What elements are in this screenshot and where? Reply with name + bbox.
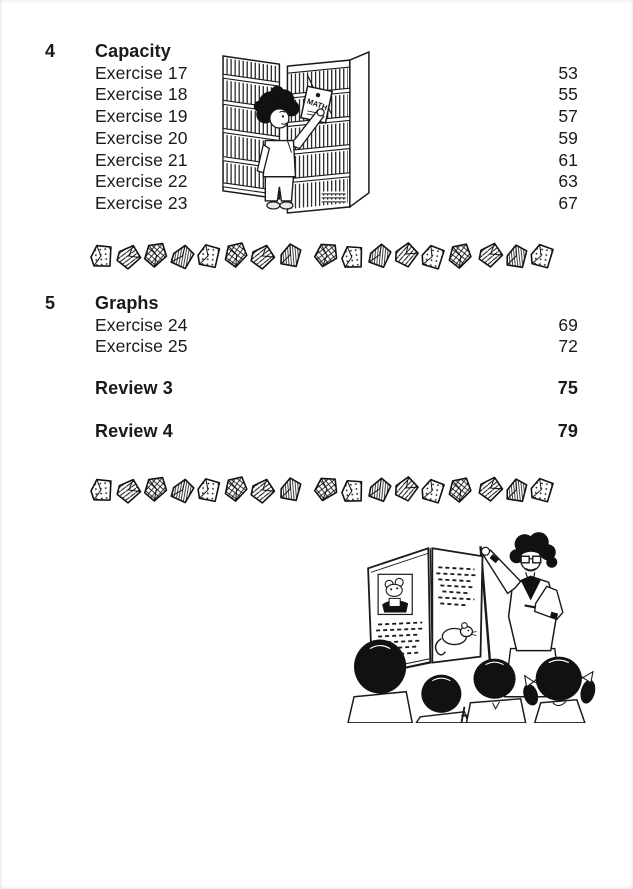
section-title: Capacity — [95, 41, 171, 61]
toc-entry: Exercise 24 69 — [45, 315, 578, 337]
exercise-label: Exercise 19 — [95, 106, 188, 127]
review-4-row: Review 4 79 — [45, 421, 578, 443]
child-3 — [460, 658, 527, 723]
page-number: 72 — [558, 336, 578, 357]
section-heading-row: 5 Graphs — [45, 293, 578, 315]
exercise-label: Exercise 23 — [95, 192, 188, 213]
exercise-label: Exercise 22 — [95, 171, 188, 192]
section-graphs: 5 Graphs Exercise 24 69 Exercise 25 72 — [45, 293, 578, 358]
child-1 — [347, 639, 414, 723]
child-2 — [415, 674, 470, 723]
review-label: Review 4 — [95, 421, 173, 441]
girl — [253, 85, 325, 210]
section-number: 5 — [45, 293, 56, 313]
toc-entry: Exercise 17 53 — [45, 63, 578, 85]
page-number: 61 — [558, 149, 578, 170]
candy-divider-icon — [89, 475, 555, 506]
exercise-label: Exercise 17 — [95, 62, 188, 83]
page-number: 57 — [558, 106, 578, 127]
section-heading-row: 4 Capacity — [45, 41, 578, 63]
candy-divider-icon — [89, 241, 555, 272]
toc-entry: Exercise 20 59 — [45, 128, 578, 150]
glasses-icon — [520, 555, 530, 564]
toc-entry: Review 3 75 — [45, 378, 578, 400]
toc-entry: Exercise 23 67 — [45, 193, 578, 215]
section-number: 4 — [45, 41, 56, 61]
exercise-label: Exercise 21 — [95, 149, 188, 170]
exercise-label: Exercise 24 — [95, 314, 188, 335]
page-number: 67 — [558, 192, 578, 213]
exercise-label: Exercise 20 — [95, 127, 188, 148]
page-number: 63 — [558, 171, 578, 192]
mouse-picture — [377, 573, 413, 616]
page-number: 53 — [558, 62, 578, 83]
mouse-drawing — [434, 622, 477, 656]
toc-entry: Exercise 22 63 — [45, 171, 578, 193]
page-number: 69 — [558, 314, 578, 335]
storytime-illustration — [347, 532, 596, 723]
toc-entry: Exercise 25 72 — [45, 336, 578, 358]
toc-entry: Review 4 79 — [45, 421, 578, 443]
page-number: 79 — [557, 421, 578, 441]
review-3-row: Review 3 75 — [45, 378, 578, 400]
children — [347, 639, 596, 723]
exercise-label: Exercise 18 — [95, 84, 188, 105]
section-capacity: 4 Capacity Exercise 17 53 Exercise 18 55… — [45, 41, 578, 215]
review-label: Review 3 — [95, 378, 173, 398]
page-number: 55 — [558, 84, 578, 105]
toc-entry: Exercise 19 57 — [45, 106, 578, 128]
section-title: Graphs — [95, 293, 159, 313]
toc-entry: Exercise 21 61 — [45, 150, 578, 172]
toc-entry: Exercise 18 55 — [45, 84, 578, 106]
child-4 — [523, 656, 596, 723]
page-number: 75 — [557, 378, 578, 398]
page-number: 59 — [558, 127, 578, 148]
library-illustration: MATH — [222, 50, 370, 214]
exercise-label: Exercise 25 — [95, 336, 188, 357]
